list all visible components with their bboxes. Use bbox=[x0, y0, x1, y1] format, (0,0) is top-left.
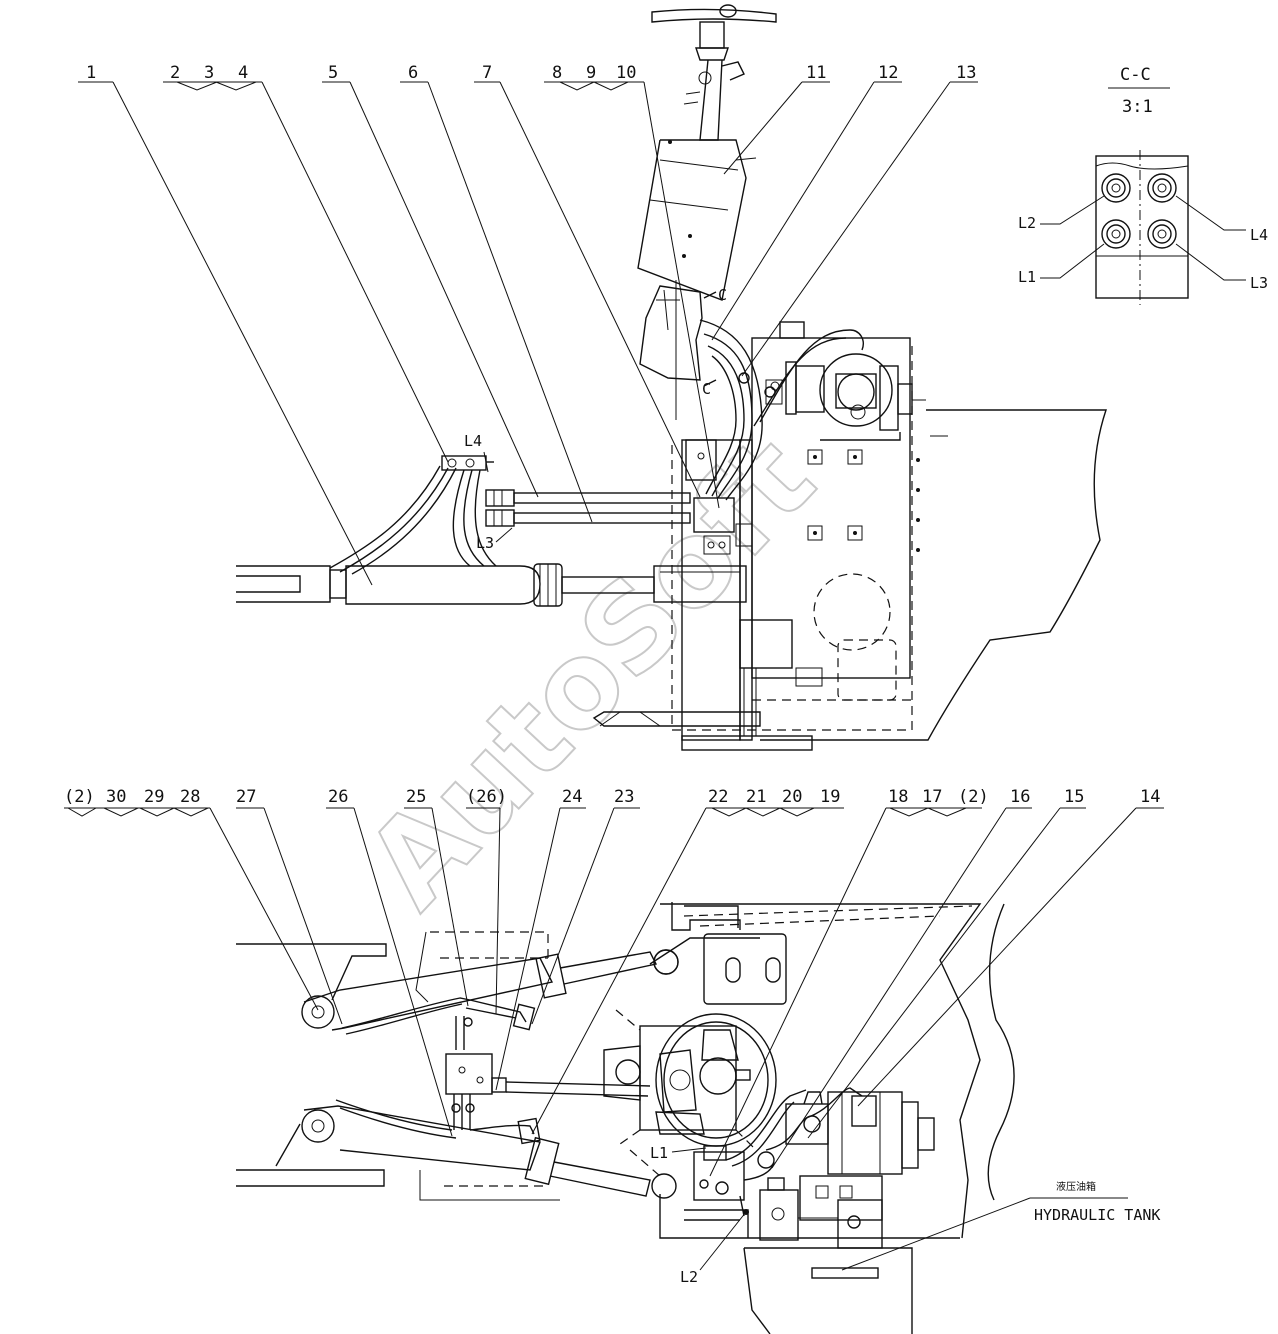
callout-6: 6 bbox=[408, 63, 418, 83]
callout-8: 8 bbox=[552, 63, 562, 83]
steering-arms-bottom bbox=[236, 931, 679, 1201]
callout-1: 1 bbox=[86, 63, 96, 83]
callout-17: 17 bbox=[922, 787, 942, 807]
steering-unit-bottom bbox=[603, 1013, 777, 1149]
section-port-l3-fitting bbox=[1147, 219, 1177, 249]
section-title: C-C bbox=[1120, 65, 1151, 85]
watermark: AutoSoft bbox=[340, 410, 841, 933]
steering-column-top bbox=[637, 4, 777, 301]
cut-marker-upper: C bbox=[718, 286, 727, 304]
bottom-callout-numbers: (2) 30 29 28 27 26 25 (26) 24 23 22 21 2… bbox=[64, 787, 1160, 807]
pump-frame-top bbox=[592, 321, 948, 751]
callout-7: 7 bbox=[482, 63, 492, 83]
callout-14: 14 bbox=[1140, 787, 1160, 807]
callout-20: 20 bbox=[782, 787, 802, 807]
callout-19: 19 bbox=[820, 787, 840, 807]
frame-bottom bbox=[615, 902, 982, 1334]
bottom-port-l2: L2 bbox=[680, 1268, 698, 1286]
cut-marker-lower: C bbox=[702, 380, 711, 398]
callout-21: 21 bbox=[746, 787, 766, 807]
callout-2: 2 bbox=[170, 63, 180, 83]
callout-10: 10 bbox=[616, 63, 636, 83]
section-l4: L4 bbox=[1250, 226, 1268, 244]
section-cc-view: C-C 3:1 L2 L1 L4 L3 bbox=[1018, 65, 1268, 305]
section-l2: L2 bbox=[1018, 214, 1036, 232]
section-port-l2-fitting bbox=[1101, 173, 1131, 203]
section-l3: L3 bbox=[1250, 274, 1268, 292]
callout-5: 5 bbox=[328, 63, 338, 83]
callout-23: 23 bbox=[614, 787, 634, 807]
bottom-callout-leaders bbox=[64, 807, 1164, 1177]
callout-9: 9 bbox=[586, 63, 596, 83]
callout-2-ref-right: (2) bbox=[958, 787, 989, 807]
hydraulic-tank-cn: 液压油箱 bbox=[1056, 1180, 1096, 1193]
section-port-l4-fitting bbox=[1147, 173, 1177, 203]
top-callout-leaders bbox=[78, 81, 978, 586]
section-l1: L1 bbox=[1018, 268, 1036, 286]
valve-block-top bbox=[685, 439, 753, 555]
hydraulic-tank-label: 液压油箱 HYDRAULIC TANK bbox=[841, 1180, 1160, 1271]
callout-26: 26 bbox=[328, 787, 348, 807]
callout-2-ref-left: (2) bbox=[64, 787, 95, 807]
callout-25: 25 bbox=[406, 787, 426, 807]
callout-29: 29 bbox=[144, 787, 164, 807]
tubes-top bbox=[485, 489, 691, 527]
callout-3: 3 bbox=[204, 63, 214, 83]
callout-18: 18 bbox=[888, 787, 908, 807]
callout-4: 4 bbox=[238, 63, 248, 83]
vehicle-outline-bottom bbox=[987, 903, 1015, 1201]
callout-16: 16 bbox=[1010, 787, 1030, 807]
callout-15: 15 bbox=[1064, 787, 1084, 807]
callout-27: 27 bbox=[236, 787, 256, 807]
bottom-port-l1: L1 bbox=[650, 1144, 668, 1162]
hoses-bottom bbox=[335, 997, 651, 1145]
top-callout-numbers: 1 2 3 4 5 6 7 8 9 10 11 12 13 bbox=[86, 63, 976, 83]
top-port-l3: L3 bbox=[476, 534, 494, 552]
callout-28: 28 bbox=[180, 787, 200, 807]
callout-30: 30 bbox=[106, 787, 126, 807]
priority-valve-bottom: L1 L2 bbox=[650, 1089, 807, 1286]
steering-cylinder-top bbox=[236, 563, 747, 607]
callout-24: 24 bbox=[562, 787, 582, 807]
vehicle-outline-top bbox=[760, 409, 1107, 741]
port-fittings-top: L4 L3 bbox=[441, 432, 513, 552]
section-port-l1-fitting bbox=[1101, 219, 1131, 249]
steering-valve-top: C C bbox=[639, 280, 727, 420]
cylinder-hoses-top bbox=[329, 465, 497, 575]
hoses-top bbox=[699, 319, 864, 501]
pump-assembly-bottom bbox=[759, 1087, 935, 1249]
callout-12: 12 bbox=[878, 63, 898, 83]
callout-13: 13 bbox=[956, 63, 976, 83]
callout-22: 22 bbox=[708, 787, 728, 807]
top-port-l4: L4 bbox=[464, 432, 482, 450]
hydraulic-tank-en: HYDRAULIC TANK bbox=[1034, 1206, 1160, 1224]
callout-11: 11 bbox=[806, 63, 826, 83]
callout-26-ref: (26) bbox=[466, 787, 507, 807]
section-scale: 3:1 bbox=[1122, 97, 1153, 117]
